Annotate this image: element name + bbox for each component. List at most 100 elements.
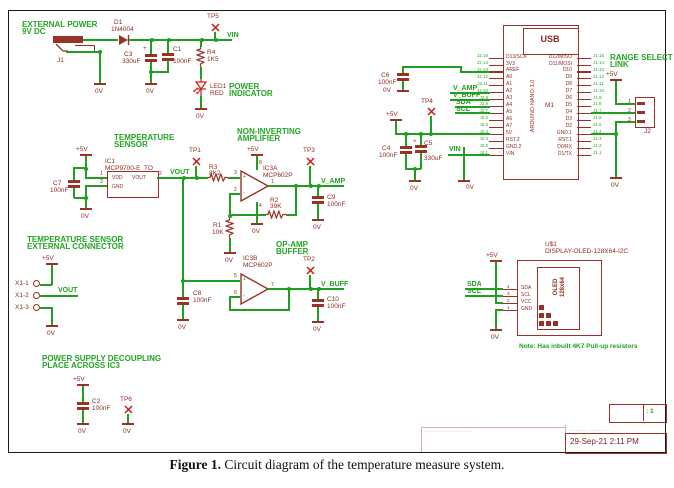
part-value: MCP602P [263, 172, 293, 179]
pin-stub [489, 154, 503, 156]
wire [465, 288, 503, 290]
wire [182, 305, 184, 319]
pin-number: 3 [234, 170, 237, 176]
pin-net-label: J1.5 [593, 122, 602, 128]
net-label-scl: SCL [456, 106, 470, 113]
pin-stub [577, 99, 591, 101]
section-title: 9V DC [22, 27, 46, 36]
wire [229, 296, 231, 310]
oled-note: Note: Has inbuilt 4K7 Pull-up resistors [519, 343, 638, 350]
oled-pin-row: 3 SCL [503, 291, 543, 298]
pin-name: D10 [562, 67, 572, 74]
part-ref: R2 [270, 197, 279, 204]
junction-dot [309, 287, 313, 291]
pin-number: 7 [271, 282, 274, 288]
arduino-pin-row: RST.1 J1.3 [536, 136, 616, 143]
ground-symbol [490, 329, 502, 332]
pin-name: D8 [565, 81, 572, 88]
net-label-vamp: V_AMP [453, 85, 478, 92]
part-ref: J2 [644, 128, 651, 135]
led-symbol [193, 79, 208, 96]
pin-name: D2 [565, 122, 572, 129]
ground-symbol [46, 325, 58, 328]
arduino-pin-row: J2.12 A0 [470, 74, 574, 81]
part-ref: R4 [207, 49, 216, 56]
opamp-minus: - [243, 293, 245, 299]
junction-dot [98, 50, 102, 54]
pin-name: D7 [565, 88, 572, 95]
wire [85, 185, 107, 187]
wire [317, 186, 319, 196]
section-title: EXTERNAL POWER [22, 20, 98, 29]
pin-number: 3 [507, 290, 510, 296]
pin-name: A4 [506, 102, 513, 109]
wire [256, 156, 258, 170]
arduino-pin-row: D6 J1.9 [536, 95, 616, 102]
supply-bar [80, 154, 92, 156]
supply-label-5v: +5V [73, 376, 85, 383]
pin-net-label: J1.10 [593, 87, 605, 93]
oled-pixel [553, 321, 558, 326]
supply-bar [251, 154, 263, 156]
ground-symbol [312, 219, 324, 222]
wire [229, 193, 231, 216]
wire [85, 177, 107, 179]
supply-bar [77, 384, 89, 386]
pin-net-label: J2.5 [479, 122, 488, 128]
pin-net-label: J1.6 [593, 115, 602, 121]
pin-net-label: J1.12 [593, 73, 605, 79]
wire [40, 284, 52, 286]
wire [495, 302, 503, 304]
wire [82, 410, 84, 423]
pin-name: D5 [565, 102, 572, 109]
oled-pixel [539, 305, 544, 310]
wire [402, 67, 404, 73]
net-label-0v: 0V [47, 330, 55, 337]
ground-symbol [94, 83, 106, 86]
pin-name: D3 [565, 115, 572, 122]
pin-name: A7 [506, 122, 513, 129]
pin-net-label: J1.8 [593, 101, 602, 107]
supply-label-5v: +5V [76, 146, 88, 153]
pin-stub [489, 92, 503, 94]
ic-pin-name: VDD [112, 175, 123, 181]
part-ref: C9 [327, 194, 336, 201]
wire [395, 133, 490, 135]
capacitor-plate [162, 53, 174, 56]
capacitor-plate [312, 201, 324, 204]
pin-stub [489, 85, 503, 87]
capacitor-plate [77, 407, 89, 410]
resistor-symbol [225, 218, 234, 238]
part-value: 100nF [327, 303, 346, 310]
oled-screen-label: OLED 128x64 [553, 262, 567, 312]
arduino-pin-row: D12/MISO J1.15 [536, 53, 616, 60]
net-label-vamp: V_AMP [321, 178, 346, 185]
pin-net-label: J1.1 [593, 149, 602, 155]
pin-name: A2 [506, 88, 513, 95]
pin-number: 5 [234, 273, 237, 279]
pin-stub [489, 106, 503, 108]
section-title: POWER [229, 82, 260, 91]
testpoint-label: TP1 [189, 147, 201, 154]
pin-number: 3 [100, 179, 103, 185]
pin-name: AREF [506, 67, 520, 74]
wire [200, 39, 202, 47]
resistor-symbol [196, 47, 205, 67]
supply-bar [610, 79, 622, 81]
part-value: 100nF [327, 201, 346, 208]
part-ref: LED1 [210, 83, 227, 90]
supply-label-5v: +5V [247, 146, 259, 153]
pin-net-label: J2.13 [476, 66, 488, 72]
oled-pixel [546, 321, 551, 326]
net-label-0v: 0V [313, 224, 321, 231]
pin-stub [503, 302, 517, 304]
wire [420, 134, 422, 145]
wire [51, 265, 53, 285]
pin-stub [577, 57, 591, 59]
wire [430, 116, 432, 134]
ground-symbol [80, 208, 92, 211]
part-ref: U$1 [545, 241, 557, 248]
pin-name: GND.2 [506, 143, 522, 150]
pin-label: X1-2 [15, 292, 29, 299]
pin-name: D12/MISO [548, 53, 572, 60]
